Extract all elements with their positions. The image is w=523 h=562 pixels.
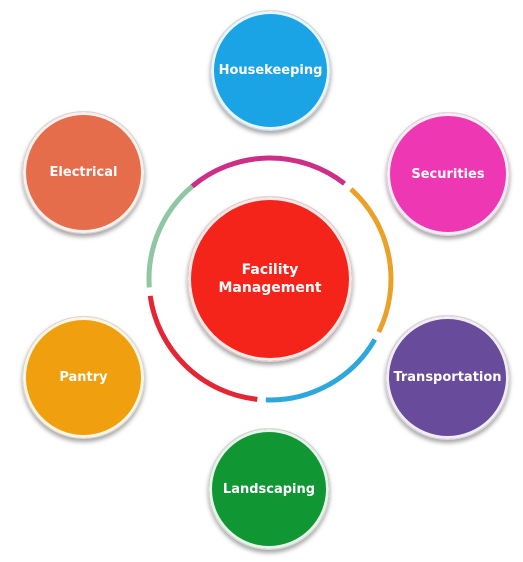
transportation-label: Transportation	[393, 370, 502, 385]
ring-arc-magenta	[190, 155, 347, 189]
housekeeping-label: Housekeeping	[218, 63, 323, 78]
housekeeping-circle: Housekeeping	[210, 10, 331, 131]
electrical-circle: Electrical	[22, 111, 145, 234]
securities-label: Securities	[411, 166, 485, 182]
pantry-circle: Pantry	[22, 316, 145, 439]
securities-circle: Securities	[386, 112, 510, 236]
electrical-label: Electrical	[49, 165, 118, 180]
landscaping-circle: Landscaping	[208, 428, 330, 550]
transportation-circle: Transportation	[385, 315, 510, 440]
ring-arc-red	[147, 295, 258, 402]
facility-management-circle: Facility Management	[187, 196, 353, 362]
landscaping-label: Landscaping	[222, 481, 316, 497]
facility-management-label: Facility Management	[218, 262, 322, 296]
ring-arc-orange	[349, 187, 394, 334]
ring-arc-green	[146, 184, 194, 288]
ring-arc-blue	[265, 338, 377, 403]
pantry-label: Pantry	[59, 370, 108, 385]
